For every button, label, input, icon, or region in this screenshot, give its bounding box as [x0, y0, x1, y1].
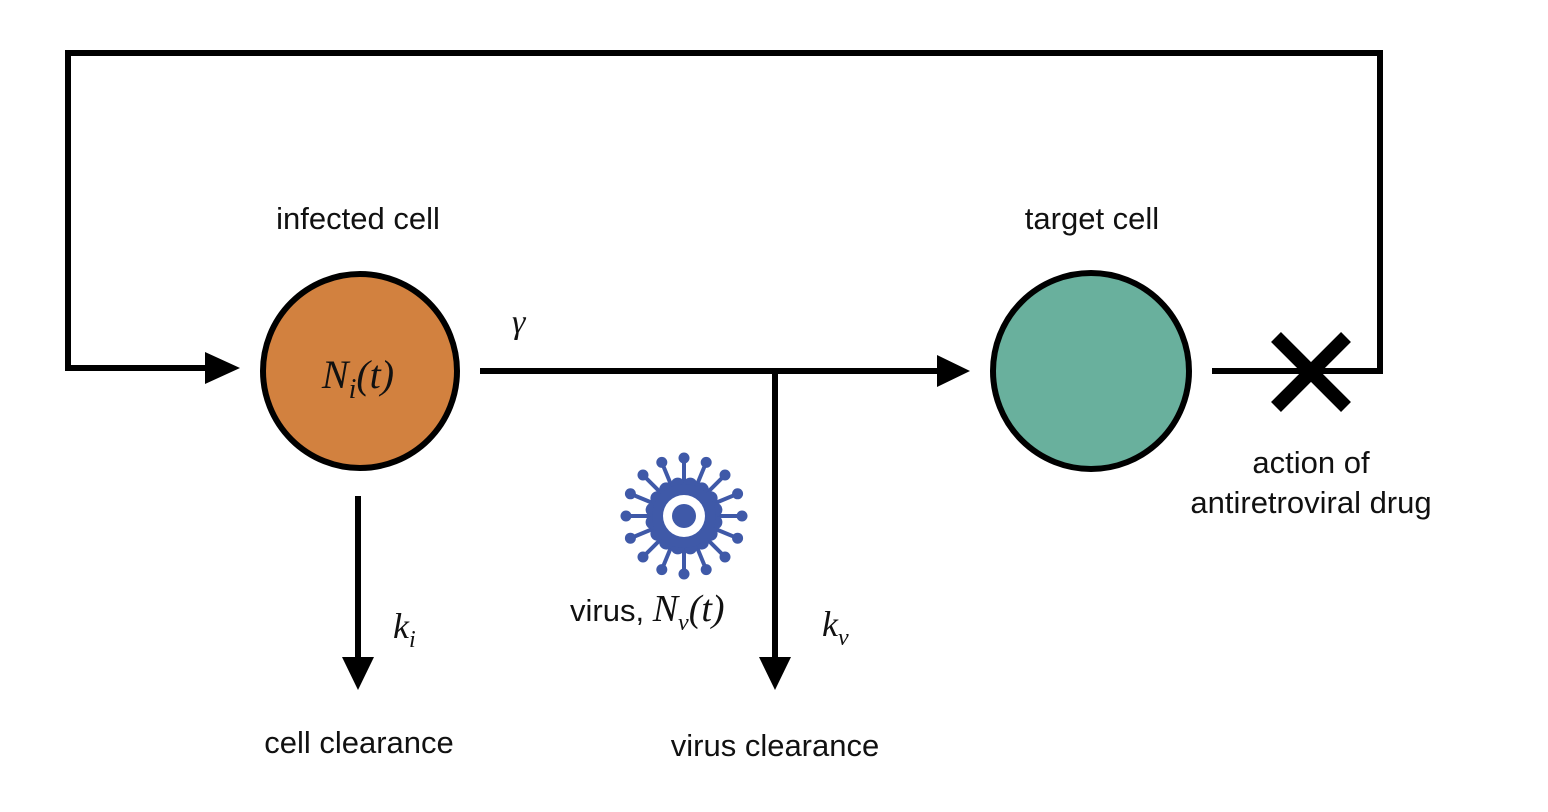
virus-spike-tip — [656, 564, 668, 576]
virus-label: virus, Nv(t) — [570, 588, 725, 636]
cell-clearance-rate: ki — [393, 606, 416, 653]
virus-spike-tip — [732, 532, 744, 544]
target-cell-node — [990, 270, 1192, 472]
virus-clearance-label: virus clearance — [671, 728, 879, 763]
infection-rate-symbol: γ — [512, 304, 527, 341]
virus-core — [672, 504, 696, 528]
feedback-loop-line — [65, 50, 1383, 374]
cell-clearance-arrowhead — [342, 657, 374, 690]
infected-cell-node — [260, 271, 460, 471]
virus-spike-tip — [732, 488, 744, 500]
virus-spike-tip — [719, 469, 731, 481]
infected-cell-symbol: Ni(t) — [321, 352, 394, 405]
feedback-arrowhead — [205, 352, 240, 384]
virus-spike-tip — [656, 456, 668, 468]
virus-spike-tip — [678, 568, 690, 580]
drug-action-label-line2: antiretroviral drug — [1190, 485, 1431, 520]
infection-arrowhead — [937, 355, 970, 387]
virus-spike-tip — [700, 456, 712, 468]
block-x-icon — [1271, 332, 1351, 412]
target-cell-label: target cell — [1025, 201, 1159, 236]
virus-clearance-rate: kv — [822, 604, 849, 651]
virus-icon — [620, 452, 748, 580]
virus-spike-tip — [700, 564, 712, 576]
virus-spike-tip — [719, 551, 731, 563]
virus-spike-tip — [624, 532, 636, 544]
virus-spike-tip — [624, 488, 636, 500]
virus-spike-tip — [637, 551, 649, 563]
virus-spike-tip — [736, 510, 748, 522]
virus-spike-tip — [678, 452, 690, 464]
virus-spike-tip — [620, 510, 632, 522]
infected-cell-label: infected cell — [276, 201, 440, 236]
virus-clearance-arrowhead — [759, 657, 791, 690]
virus-spike-tip — [637, 469, 649, 481]
cell-clearance-label: cell clearance — [264, 725, 454, 760]
drug-action-label-line1: action of — [1252, 445, 1370, 480]
